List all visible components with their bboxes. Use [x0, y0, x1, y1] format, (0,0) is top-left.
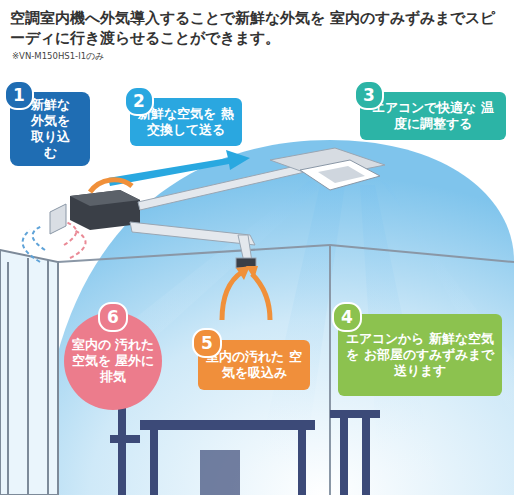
window: [7, 262, 9, 495]
duct: [130, 222, 255, 245]
furniture: [140, 420, 315, 430]
cassette-ac: [270, 148, 385, 190]
room-walls: [58, 245, 514, 495]
outside-airflow: [33, 226, 45, 250]
room-walls: [330, 245, 514, 262]
supply-arrow: [108, 150, 250, 186]
intake-arrow: [90, 180, 132, 192]
intake-arrow-heads: [246, 266, 258, 279]
callout-box: 6室内の 汚れた空気を 屋外に排気: [64, 312, 162, 410]
ventilation-unit: [70, 190, 140, 206]
callout-box: 5室内の汚れた 空気を吸込み: [198, 340, 310, 390]
callout-number: 5: [192, 328, 222, 358]
intake-arrow: [252, 274, 270, 320]
callout-number: 3: [354, 80, 384, 110]
air-dome: [40, 140, 514, 495]
callout-number: 2: [124, 86, 154, 116]
furniture: [362, 418, 370, 495]
room-walls: [329, 245, 331, 495]
outside-airflow: [23, 230, 40, 262]
callout-text: エアコンから 新鮮な空気を お部屋のすみずみまで 送ります: [338, 327, 502, 383]
callout-number: 4: [332, 302, 362, 332]
furniture: [118, 400, 126, 495]
ventilation-unit: [50, 190, 140, 234]
callout-box: 2新鮮な空気を 熱交換して送る: [130, 98, 242, 146]
callout-text: 室内の 汚れた空気を 屋外に排気: [64, 333, 162, 389]
window: [0, 250, 58, 495]
window: [0, 250, 58, 495]
intake-arrow-heads: [236, 266, 258, 280]
callout-box: 3エアコンで快適な 温度に調整する: [360, 92, 506, 140]
ventilation-unit: [70, 190, 140, 230]
furniture: [340, 418, 348, 495]
model-note: ※VN-M150HS1-I1のみ: [12, 51, 104, 63]
callout-number: 6: [98, 302, 128, 332]
callout-box: 4エアコンから 新鮮な空気を お部屋のすみずみまで 送ります: [338, 314, 502, 396]
furniture: [150, 430, 158, 495]
supply-arrow: [108, 150, 250, 186]
intake-arrow: [90, 180, 270, 320]
intake-arrow: [222, 272, 242, 320]
window: [27, 258, 29, 495]
furniture: [110, 400, 380, 495]
diagram-title: 空調室内機へ外気導入することで新鮮な外気を 室内のすみずみまでスピーディに行き渡…: [10, 8, 504, 48]
cassette-ac: [318, 166, 365, 183]
air-beams: [120, 180, 514, 495]
furniture: [200, 450, 240, 495]
window: [47, 260, 49, 495]
ventilation-unit: [50, 204, 66, 234]
air-dome: [40, 140, 514, 495]
callout-number: 1: [4, 80, 34, 110]
cassette-ac: [300, 160, 380, 190]
callout-box: 1新鮮な 外気を 取り込む: [10, 92, 90, 166]
room-walls: [58, 245, 330, 262]
outside-airflow: [70, 230, 86, 258]
duct: [130, 165, 305, 268]
furniture: [298, 430, 306, 495]
furniture: [330, 410, 380, 418]
